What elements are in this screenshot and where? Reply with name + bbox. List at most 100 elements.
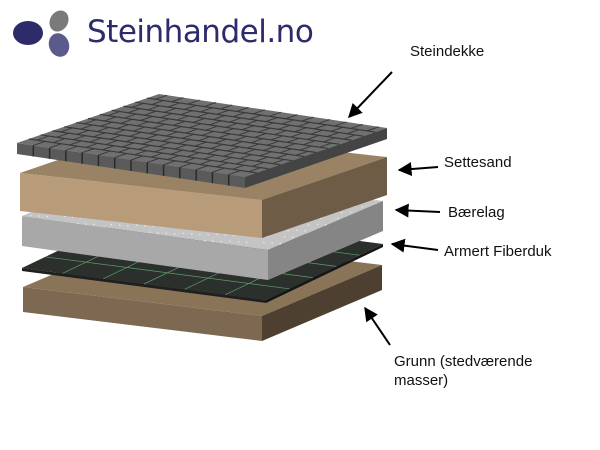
gravel-texture-dot (325, 224, 327, 226)
paver-joint (303, 140, 316, 146)
paver-joint (69, 140, 82, 146)
paver-joint (319, 142, 332, 148)
arrow-fiberduk (390, 238, 439, 253)
gravel-texture-dot (291, 236, 294, 238)
gravel-texture-dot (182, 232, 185, 235)
paver-joint (225, 122, 238, 128)
paver-joint (265, 117, 278, 123)
paver-joint (125, 137, 138, 143)
paver-joint (216, 109, 229, 115)
gravel-texture-dot (173, 233, 176, 235)
gravel-texture-dot (216, 233, 218, 236)
paver-joint (150, 152, 163, 158)
paver-joint (236, 106, 249, 112)
gravel-texture-dot (263, 241, 265, 244)
paver-joint (154, 147, 167, 153)
paver-joint (147, 157, 160, 163)
gravel-texture-dot (135, 224, 138, 226)
paver-joint (155, 94, 168, 100)
paver-joint (53, 138, 66, 144)
paver-joint (294, 127, 307, 133)
paver-joint (170, 149, 183, 155)
paver-joint (190, 146, 203, 152)
paver-joint (238, 130, 251, 136)
paver-joint (84, 119, 97, 125)
paver-joint (98, 150, 111, 156)
paver-joint (248, 167, 261, 173)
paver-joint (232, 112, 246, 118)
paver-joint (215, 162, 229, 168)
paver-joint (176, 115, 189, 121)
paver-joint (346, 129, 360, 135)
gravel-texture-dot (232, 234, 235, 237)
gravel-texture-dot (63, 215, 66, 218)
paver-joint (212, 167, 225, 173)
paver-joint (229, 117, 242, 123)
paver-joint (269, 111, 282, 117)
paver-joint (199, 159, 212, 165)
gravel-texture-dot (245, 241, 248, 244)
paver-joint (141, 139, 155, 145)
paver-joint (111, 109, 340, 145)
gravel-texture-dot (320, 217, 322, 220)
paver-joint (151, 100, 164, 106)
paver-joint (33, 140, 46, 146)
gravel-texture-dot (220, 241, 223, 243)
paver-joint (65, 145, 78, 151)
gravel-texture-dot (118, 224, 121, 226)
gravel-texture-dot (38, 215, 40, 217)
paver-joint (93, 132, 106, 138)
paver-joint (350, 123, 363, 129)
paver-joint (28, 138, 257, 174)
paver-joint (160, 113, 173, 119)
gravel-texture-dot (229, 240, 232, 243)
paver-joint (80, 124, 93, 130)
paver-joint (279, 148, 292, 154)
gravel-texture-dot (199, 233, 201, 236)
paver-joint (167, 102, 180, 108)
label-grunn: Grunn (stedværende masser) (394, 352, 532, 390)
gravel-texture-dot (279, 242, 282, 245)
paver-joint (134, 150, 147, 156)
paver-joint (272, 158, 285, 165)
paver-joint (185, 128, 198, 134)
gravel-texture-dot (85, 223, 87, 225)
paver-joint (263, 145, 276, 151)
baerelag-front-face (22, 216, 268, 280)
baerelag-side-face (268, 201, 383, 280)
paver-joint (187, 152, 200, 158)
paver-joint (116, 124, 129, 130)
paver-joint (73, 135, 86, 141)
gravel-texture-dot (203, 239, 206, 242)
paver-joint (290, 132, 303, 138)
paver-joint (120, 118, 133, 124)
paver-joint (209, 120, 222, 126)
paver-joint (40, 134, 269, 170)
paver-joint (220, 104, 233, 110)
gravel-texture-dot (373, 199, 376, 202)
gravel-texture-dot (30, 214, 32, 217)
label-baerelag: Bærelag (448, 204, 505, 221)
paver-joint (127, 108, 140, 114)
paver-joint (245, 119, 258, 125)
paver-joint (250, 138, 263, 144)
paver-joint (124, 113, 137, 119)
paver-joint (129, 131, 142, 137)
paver-joint (164, 107, 177, 113)
paver-joint (138, 144, 151, 150)
paver-joint (218, 133, 231, 139)
paver-joint (192, 117, 206, 123)
gravel-texture-dot (46, 215, 49, 218)
paver-joint (121, 142, 135, 148)
paver-joint (85, 142, 98, 148)
paver-joint (278, 124, 291, 130)
fiberduk-grid-line (45, 256, 290, 290)
paver-joint (183, 157, 196, 163)
gravel-texture-dot (307, 224, 310, 226)
paver-joint (113, 129, 126, 135)
gravel-texture-dot (349, 211, 352, 213)
paver-joint (330, 126, 343, 132)
paver-joint (252, 109, 266, 115)
gravel-texture-dot (207, 234, 210, 236)
